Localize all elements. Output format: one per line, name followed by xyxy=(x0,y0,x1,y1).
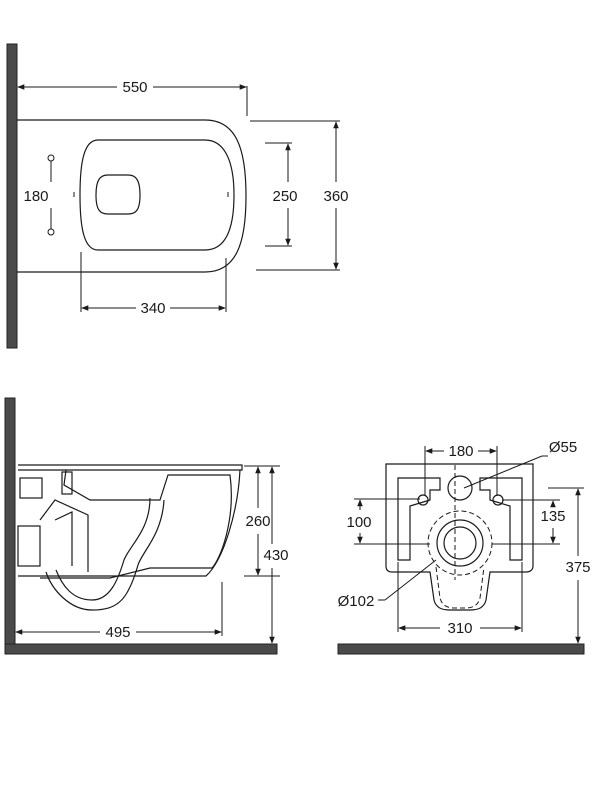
dim-inlet-d55: Ø55 xyxy=(549,439,577,456)
dim-fixing-100: 100 xyxy=(346,514,371,531)
rear-fixing-hole-left xyxy=(417,494,429,506)
side-view-bowl-body xyxy=(40,469,232,579)
inlet-fitting xyxy=(19,477,43,499)
dim-rim-260: 260 xyxy=(245,513,270,530)
dim-projection-495: 495 xyxy=(105,624,130,641)
dim-bowl-340: 340 xyxy=(140,300,165,317)
top-view-bowl-outline xyxy=(17,119,247,273)
dim-outlet-d102: Ø102 xyxy=(338,593,375,610)
side-view-outlet xyxy=(39,499,89,572)
dim-fixing-135: 135 xyxy=(540,508,565,525)
dim-depth-360: 360 xyxy=(323,188,348,205)
side-view-wall xyxy=(4,397,16,655)
dim-width-550: 550 xyxy=(122,79,147,96)
fixing-hole-top xyxy=(47,154,55,162)
rear-fixing-hole-right xyxy=(492,494,504,506)
flush-inlet xyxy=(61,471,73,495)
rear-view-body xyxy=(385,463,534,611)
top-view-inner-bowl xyxy=(79,139,235,251)
side-view-rim xyxy=(18,464,243,471)
rear-outlet-outer xyxy=(427,510,493,576)
dim-width-310: 310 xyxy=(447,620,472,637)
dim-seat-180: 180 xyxy=(23,188,48,205)
rear-inlet xyxy=(447,475,473,501)
side-view: 260 430 495 xyxy=(4,397,289,655)
rear-view-floor xyxy=(337,643,585,655)
dim-height-430: 430 xyxy=(263,547,288,564)
top-view-outlet xyxy=(95,174,141,215)
rear-view: 180 Ø55 100 135 375 Ø102 310 xyxy=(337,439,591,655)
dim-depth-250: 250 xyxy=(272,188,297,205)
fixing-hole-bottom xyxy=(47,228,55,236)
outlet-fitting xyxy=(17,525,41,567)
dim-height-375: 375 xyxy=(565,559,590,576)
top-view-wall xyxy=(6,43,18,349)
side-view-floor xyxy=(4,643,278,655)
rear-outlet xyxy=(436,519,484,567)
dim-inlet-spacing-180: 180 xyxy=(448,443,473,460)
top-view: 550 180 250 360 340 xyxy=(6,43,349,349)
